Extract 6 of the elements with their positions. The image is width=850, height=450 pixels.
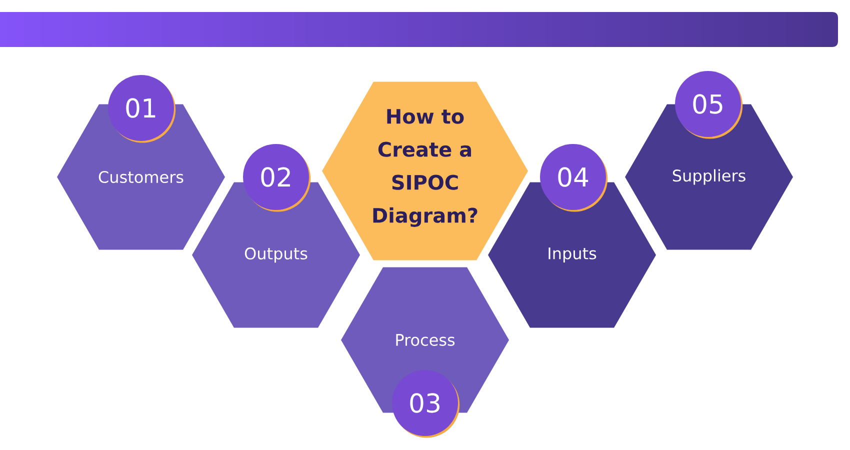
number-badge: 02 — [243, 144, 311, 212]
number-badge: 03 — [392, 370, 460, 438]
number-badge: 04 — [540, 144, 608, 212]
number-badge: 01 — [108, 75, 176, 143]
hexagon: How to Create a SIPOC Diagram? — [322, 82, 528, 260]
number-badge: 05 — [675, 71, 743, 139]
